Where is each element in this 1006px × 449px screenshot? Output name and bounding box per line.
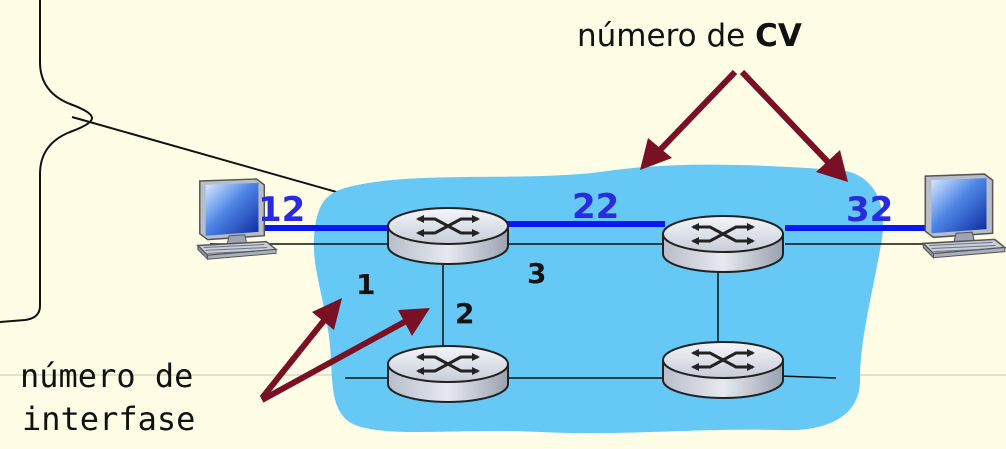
arrows [259,69,848,403]
interface-caption-line1: número de [20,357,193,395]
interface-number-1: 1 [356,268,375,301]
cv-number-caption: número de CV [577,18,802,54]
vc-number-left: 12 [258,190,305,230]
router-icon [661,340,785,400]
cv-caption-bold: CV [755,18,802,54]
arrow-interface-2 [260,317,410,403]
left-brace [0,0,94,323]
router-icon [661,214,785,274]
interface-number-2: 2 [455,297,474,330]
arrow-interface-1 [259,316,329,400]
computer-icon [922,173,1006,259]
arrow-cv-right [739,69,831,165]
cv-caption-text: número de [577,18,745,54]
router-icon [386,206,510,266]
vc-number-middle: 22 [572,187,619,227]
interface-number-3: 3 [527,257,546,290]
router-icon [386,344,510,404]
link-bottom-right [779,375,837,379]
vc-number-right: 32 [846,190,893,230]
arrow-cv-left [657,69,738,153]
interface-caption-line2: interfase [22,400,195,438]
